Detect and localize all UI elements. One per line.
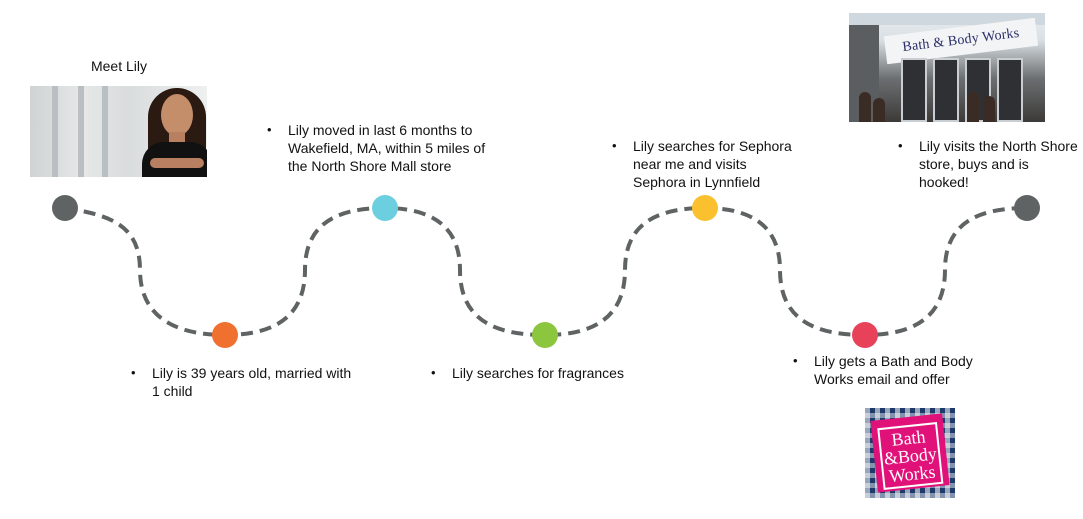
step-text-email: Lily gets a Bath and Body Works email an… bbox=[814, 353, 973, 387]
bath-body-works-logo: Bath &Body Works bbox=[865, 408, 955, 498]
logo-line-3: Works bbox=[887, 461, 937, 487]
store-photo-image: Bath & Body Works bbox=[849, 13, 1045, 122]
node-sephora bbox=[692, 195, 718, 221]
step-note-email: • Lily gets a Bath and Body Works email … bbox=[793, 352, 1014, 388]
bullet: • bbox=[612, 138, 617, 153]
node-age bbox=[212, 322, 238, 348]
node-fragrances bbox=[532, 322, 558, 348]
node-moved bbox=[372, 195, 398, 221]
bullet: • bbox=[793, 353, 798, 368]
step-note-moved: • Lily moved in last 6 months to Wakefie… bbox=[267, 121, 528, 175]
step-note-sephora: • Lily searches for Sephora near me and … bbox=[612, 137, 833, 191]
step-text-sephora: Lily searches for Sephora near me and vi… bbox=[633, 138, 792, 190]
lily-portrait-image bbox=[30, 86, 207, 177]
step-note-age: • Lily is 39 years old, married with 1 c… bbox=[131, 364, 392, 400]
node-end bbox=[1014, 195, 1040, 221]
journey-wave-line bbox=[64, 205, 1028, 338]
step-text-fragrances: Lily searches for fragrances bbox=[452, 365, 624, 381]
bullet: • bbox=[131, 365, 136, 380]
step-text-visit: Lily visits the North Shore store, buys … bbox=[919, 138, 1078, 190]
node-start bbox=[52, 195, 78, 221]
node-email bbox=[852, 322, 878, 348]
bullet: • bbox=[267, 122, 272, 137]
meet-lily-title: Meet Lily bbox=[90, 58, 148, 74]
step-note-visit: • Lily visits the North Shore store, buy… bbox=[898, 137, 1083, 191]
step-text-age: Lily is 39 years old, married with 1 chi… bbox=[152, 365, 352, 399]
step-note-fragrances: • Lily searches for fragrances bbox=[431, 364, 672, 382]
step-text-moved: Lily moved in last 6 months to Wakefield… bbox=[288, 122, 486, 174]
bullet: • bbox=[898, 138, 903, 153]
bullet: • bbox=[431, 365, 436, 380]
